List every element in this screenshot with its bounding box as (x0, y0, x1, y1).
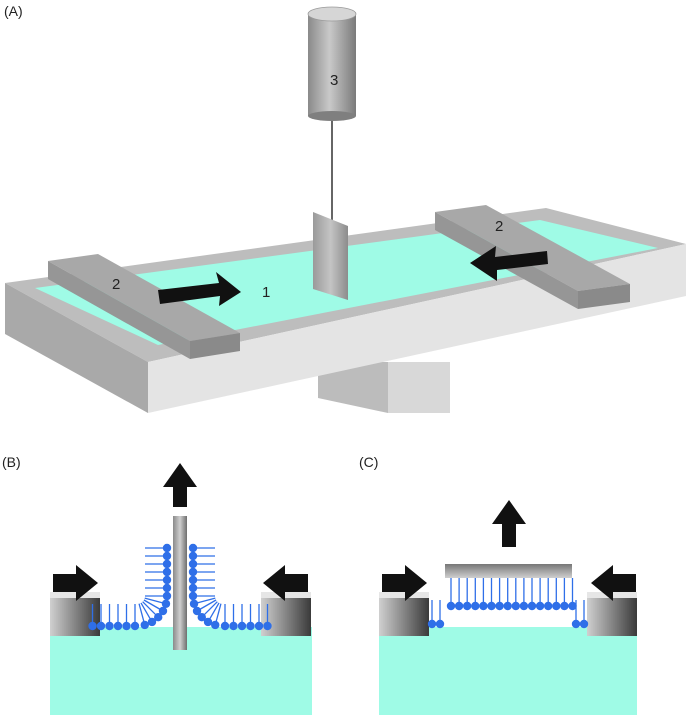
trough-pedestal (318, 362, 450, 413)
molecule-head (471, 601, 480, 611)
arrow-up-c (492, 500, 526, 547)
molecule-head (552, 601, 561, 611)
arrow-right-c (382, 565, 427, 601)
molecule-head (158, 606, 168, 616)
molecule-head (161, 599, 171, 608)
molecule-head (220, 621, 230, 631)
molecule-head (229, 621, 238, 631)
molecule-head (188, 567, 198, 577)
molecule-head (511, 601, 520, 611)
trough-left-face (5, 283, 148, 413)
molecule-head (105, 621, 114, 631)
molecule-head (571, 619, 581, 629)
molecule-head (162, 559, 172, 569)
molecule-head (535, 601, 545, 611)
arrow-left (470, 246, 548, 281)
molecule-head (479, 601, 488, 611)
molecule-head (246, 621, 255, 631)
molecule-head (162, 575, 172, 585)
molecule-head (503, 601, 512, 611)
molecule-head (140, 620, 149, 630)
molecule-head (560, 601, 569, 611)
substrate-slide (313, 212, 348, 300)
panel-a-label: (A) (4, 3, 23, 19)
panel-b-label: (B) (2, 454, 21, 470)
molecule-head (188, 551, 198, 561)
molecule-head (568, 601, 577, 611)
molecule-head (454, 601, 464, 611)
molecule-head (446, 601, 456, 611)
molecule-head (254, 621, 264, 631)
molecule-head (130, 621, 140, 631)
molecule-head (188, 591, 198, 601)
molecule-head (162, 543, 172, 553)
molecule-head (435, 619, 445, 629)
molecule-head (162, 591, 172, 601)
molecule-head (188, 575, 198, 585)
arrow-right (158, 272, 241, 306)
barrier-left (48, 254, 240, 359)
molecule-head (162, 551, 172, 561)
callout-dipper: 3 (330, 72, 338, 89)
arrow-up-b (163, 463, 197, 507)
molecule-head (211, 620, 220, 630)
molecule-head (487, 601, 496, 611)
molecule-head (113, 621, 123, 631)
molecule-head (527, 601, 537, 611)
arrow-left-c (591, 565, 636, 601)
molecule-head (189, 599, 199, 608)
panel-c: (C) (359, 454, 637, 715)
molecule-head (197, 613, 206, 622)
dipper-cylinder (307, 6, 357, 121)
callout-subphase: 1 (262, 284, 270, 301)
molecule-head (188, 559, 198, 569)
substrate-c (445, 564, 572, 578)
panel-a: (A) (4, 3, 686, 413)
molecule-head (162, 583, 172, 593)
molecule-head (544, 601, 553, 611)
molecule-head (96, 621, 106, 631)
molecule-head (519, 601, 529, 611)
callout-barrier-left: 2 (112, 276, 120, 293)
molecule-head (122, 621, 131, 631)
molecule-head (237, 621, 247, 631)
panel-b: (B) (2, 454, 312, 715)
molecule-head (203, 617, 213, 627)
molecule-head (579, 619, 589, 629)
molecule-head (162, 567, 172, 577)
molecule-head (147, 617, 157, 627)
callout-barrier-right: 2 (495, 218, 503, 235)
molecule-head (427, 619, 437, 629)
barrier-block-left-c (379, 592, 429, 636)
subphase-c (379, 627, 637, 715)
molecule-head (495, 601, 504, 611)
monolayer-b (88, 543, 272, 631)
arrow-left-b (263, 565, 308, 601)
molecule-head (463, 601, 472, 611)
monolayer-c (427, 578, 589, 629)
substrate-b (173, 516, 187, 650)
molecule-head (188, 543, 198, 553)
molecule-head (188, 583, 198, 593)
arrow-right-b (53, 565, 98, 601)
molecule-head (154, 613, 163, 622)
molecule-head (192, 606, 202, 616)
molecule-head (88, 621, 97, 631)
panel-c-label: (C) (359, 454, 378, 470)
molecule-head (263, 621, 272, 631)
